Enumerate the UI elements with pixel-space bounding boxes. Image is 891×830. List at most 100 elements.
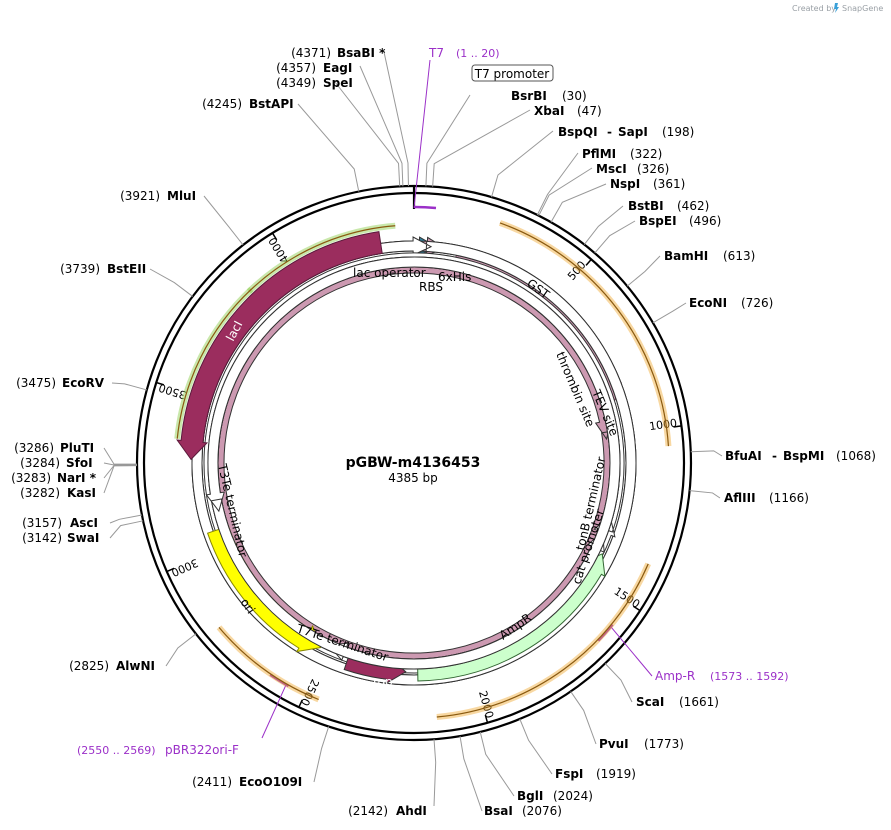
t7-promoter-box — [471, 64, 554, 82]
site-pos: (613) — [723, 249, 755, 263]
site-leader-line — [689, 490, 721, 499]
tick-mark — [298, 699, 303, 708]
site-pos: (726) — [741, 296, 773, 310]
site-name: ScaI — [636, 695, 664, 709]
site-pos: (3286) — [14, 441, 54, 455]
site-pos: (4371) — [291, 46, 331, 60]
primer-range: (1 .. 20) — [456, 47, 500, 60]
site-name: AscI — [70, 516, 98, 530]
tick-mark — [166, 567, 175, 573]
site-pos: (326) — [637, 162, 669, 176]
site-pos: (1068) — [836, 449, 876, 463]
lac-operator-label: lac operator — [353, 266, 426, 280]
site-pos: (4245) — [202, 97, 242, 111]
site-name: AhdI — [396, 804, 427, 818]
site-leader-line — [103, 447, 138, 465]
site-pos: (2411) — [192, 775, 232, 789]
site-name: NspI — [610, 177, 640, 191]
site-pos: (462) — [677, 199, 709, 213]
primer-leader-line — [413, 59, 431, 209]
site-leader-line — [433, 739, 437, 807]
site-pos: (3282) — [20, 486, 60, 500]
site-name: FspI — [555, 767, 583, 781]
site-name-2: - — [607, 125, 612, 139]
t7-promoter-label: T7 promoter — [474, 67, 550, 81]
site-leader-line — [149, 268, 193, 297]
site-name: BspEI — [639, 214, 677, 228]
site-name: KasI — [67, 486, 96, 500]
t3te-terminator-arrow — [205, 256, 621, 670]
site-leader-line — [103, 464, 138, 479]
site-leader-line — [103, 462, 138, 466]
watermark-brand: SnapGene — [842, 4, 883, 13]
site-name: BsaBI * — [337, 46, 386, 60]
site-name: EcoO109I — [239, 775, 302, 789]
site-labels-top: (4371) BsaBI * (4357) EagI (4349) SpeI (… — [11, 46, 876, 818]
laci-arrow — [176, 231, 383, 461]
orf-arcs — [174, 220, 672, 720]
site-name: BamHI — [664, 249, 708, 263]
site-name: BspQI — [558, 125, 598, 139]
site-name: NarI * — [57, 471, 97, 485]
site-pos: (3142) — [22, 531, 62, 545]
tick-label: 3000 — [169, 556, 200, 579]
rop-orf-arc-line — [218, 626, 319, 701]
site-pos: (2076) — [522, 804, 562, 818]
primer-leader-line — [609, 625, 653, 677]
site-name: SfoI — [66, 456, 93, 470]
primer-range: (1573 .. 1592) — [710, 670, 789, 683]
primer-mark — [269, 673, 290, 688]
site-name: SwaI — [67, 531, 99, 545]
site-leader-line — [583, 205, 624, 245]
site-leader-line — [165, 633, 197, 667]
tick-mark — [484, 714, 489, 723]
primer-name: T7 — [428, 46, 444, 60]
site-leader-line — [109, 514, 143, 524]
site-name: XbaI — [534, 104, 564, 118]
site-name: BglI — [517, 789, 543, 803]
tick-label: 1000 — [648, 417, 678, 434]
plasmid-size: 4385 bp — [388, 471, 438, 485]
tick-mark — [585, 258, 592, 266]
tick-mark — [156, 381, 165, 386]
site-pos: (3739) — [60, 262, 100, 276]
site-name: AlwNI — [116, 659, 155, 673]
primer-leader-line — [261, 683, 287, 739]
site-leader-line — [550, 183, 607, 223]
site-leader-line — [359, 65, 404, 187]
site-leader-line — [626, 255, 661, 287]
rbs-label: RBS — [419, 280, 443, 294]
site-leader-line — [313, 726, 330, 783]
site-pos: (3475) — [16, 376, 56, 390]
site-leader-line — [594, 220, 636, 254]
snapgene-logo-icon — [834, 3, 839, 13]
site-pos: (361) — [653, 177, 685, 191]
site-pos: (3283) — [11, 471, 51, 485]
site-pos: (3157) — [22, 516, 62, 530]
site-name: BstEII — [107, 262, 146, 276]
site-name: BstBI — [628, 199, 664, 213]
site-leader-line — [538, 167, 593, 216]
site-pos: (1919) — [596, 767, 636, 781]
site-pos: (4357) — [276, 61, 316, 75]
site-leader-line — [536, 152, 579, 216]
site-leader-line — [519, 718, 553, 775]
site-leader-line — [459, 736, 483, 812]
primer-mark — [413, 205, 437, 210]
his-tag-label: 6xHis — [438, 270, 471, 284]
site-pos: (496) — [689, 214, 721, 228]
site-name: PflMI — [582, 147, 616, 161]
site-pos: (1661) — [679, 695, 719, 709]
tick-mark — [673, 425, 682, 428]
site-sep: - — [772, 449, 777, 463]
site-pos: (2142) — [348, 804, 388, 818]
ampr-orf-arc-line — [436, 563, 649, 718]
site-name: BspMI — [783, 449, 824, 463]
laci-orf-arc-line — [248, 225, 396, 293]
site-name: BsaI — [484, 804, 513, 818]
tick-mark — [271, 232, 278, 241]
site-leader-line — [604, 663, 633, 703]
site-pos: (198) — [662, 125, 694, 139]
tick-mark — [632, 605, 641, 612]
